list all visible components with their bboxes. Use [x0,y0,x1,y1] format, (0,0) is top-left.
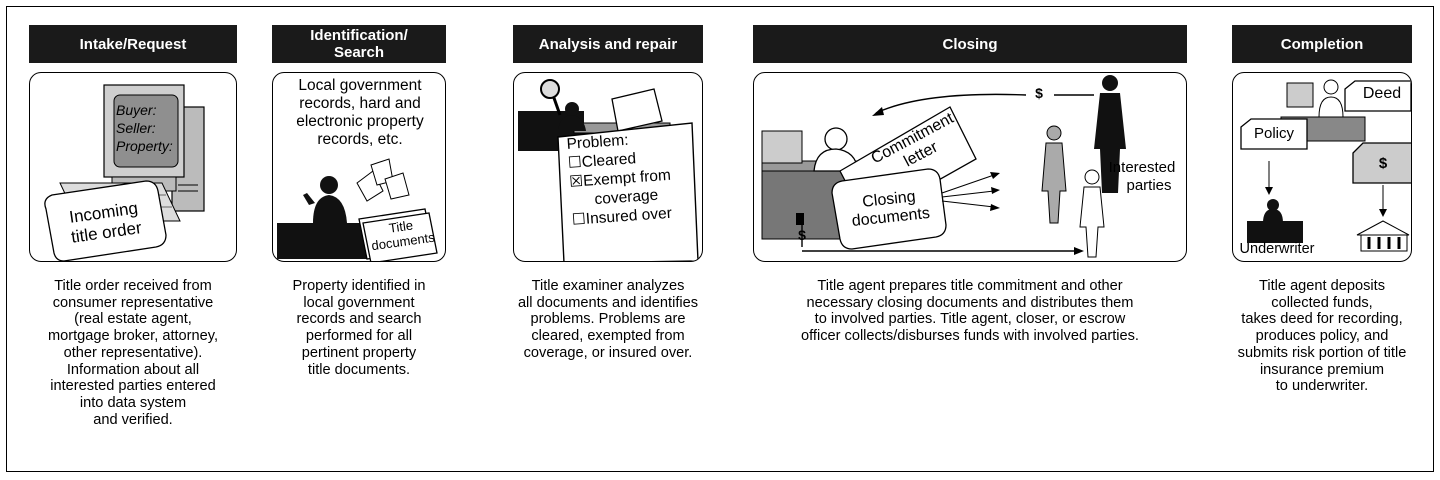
stage-header-intake: Intake/Request [29,25,237,63]
desc-line: mortgage broker, attorney, [47,328,219,345]
dollar-top: $ [1035,85,1043,101]
screen-field-buyer: Buyer: [116,102,157,118]
stage-description-completion: Title agent deposits collected funds, ta… [1222,278,1422,395]
stage-description-closing: Title agent prepares title commitment an… [743,278,1197,345]
stage-header-closing: Closing [753,25,1187,63]
records-line: records, hard and [299,95,421,112]
desc-line: Property identified in [292,278,426,294]
stage-panel-analysis: Problem: ☐Cleared ☒Exempt from coverage … [513,72,703,262]
records-text: Local government records, hard and elect… [273,77,445,149]
desc-line: all documents and identifies [517,294,699,311]
desc-line: produces policy, and [1255,328,1389,345]
desc-line: collected funds, [1271,294,1373,311]
desc-line: submits risk portion of title [1237,344,1407,361]
stage-panel-completion: Deed Policy $ Underwriter [1232,72,1412,262]
records-line: electronic property [296,113,424,130]
checkbox-empty-icon: ☐ [567,153,583,172]
completion-illustration [1240,79,1411,252]
desc-line: problems. Problems are [530,311,686,328]
desc-line: Information about all [66,361,200,378]
desc-line: pertinent property [301,344,417,361]
desc-line: title documents. [307,361,411,378]
underwriter-label: Underwriter [1239,241,1315,257]
desc-line: to underwriter. [1275,378,1369,395]
desc-line: local government [303,294,415,311]
header-line-1: Identification/ [310,27,408,44]
desc-line: coverage, or insured over. [523,344,693,361]
screen-field-property: Property: [116,138,173,154]
checkbox-empty-icon: ☐ [571,210,587,229]
desc-line: into data system [79,394,187,411]
parties-line-2: parties [1126,177,1172,194]
policy-label: Policy [1253,125,1294,142]
desc-line: officer collects/disburses funds with in… [801,328,1139,345]
computer-illustration [44,84,205,261]
screen-field-seller: Seller: [116,120,156,136]
records-line: Local government [298,77,422,94]
desc-line: records and search [296,311,422,328]
deed-label: Deed [1362,85,1402,102]
dollar-label: $ [1378,155,1388,172]
dollar-bottom: $ [798,227,806,243]
stage-header-analysis: Analysis and repair [513,25,703,63]
desc-line: Title examiner analyzes [531,278,685,294]
stage-panel-closing: $ $ Commitment letter Closing documents … [753,72,1187,262]
desc-line: Title agent deposits [1258,278,1385,294]
screen-fields: Buyer: Seller: Property: [116,101,178,155]
stage-header-completion: Completion [1232,25,1412,63]
records-line: records, etc. [317,131,403,148]
desc-line: other representative). [63,344,203,361]
desc-line: performed for all [305,328,413,345]
header-line-2: Search [333,44,385,61]
stage-header-identification: Identification/ Search [272,25,446,63]
desc-line: to involved parties. Title agent, closer… [814,311,1126,328]
stage-panel-intake: Buyer: Seller: Property: Incoming title … [29,72,237,262]
interested-parties-label: Interested parties [1104,159,1180,195]
desc-line: insurance premium [1259,361,1385,378]
records-illustration [277,158,438,261]
stage-description-analysis: Title examiner analyzes all documents an… [503,278,713,362]
desc-line: and verified. [93,411,173,428]
desc-line: Title agent prepares title commitment an… [817,278,1123,294]
desc-line: cleared, exempted from [531,328,685,345]
stage-panel-identification: Local government records, hard and elect… [272,72,446,262]
parties-line-1: Interested [1108,159,1176,176]
desc-line: (real estate agent, [74,311,192,328]
desc-line: consumer representative [52,294,214,311]
stage-description-identification: Property identified in local government … [262,278,456,378]
stage-description-intake: Title order received from consumer repre… [19,278,247,428]
checkbox-checked-icon: ☒ [568,172,584,191]
diagram-frame [6,6,1434,472]
problem-checklist: Problem: ☐Cleared ☒Exempt from coverage … [566,126,702,230]
closing-illustration [761,75,1126,258]
desc-line: necessary closing documents and distribu… [806,294,1134,311]
desc-line: interested parties entered [50,378,216,395]
examiner-illustration [518,79,699,261]
desc-line: takes deed for recording, [1241,311,1403,328]
desc-line: Title order received from [54,278,212,294]
